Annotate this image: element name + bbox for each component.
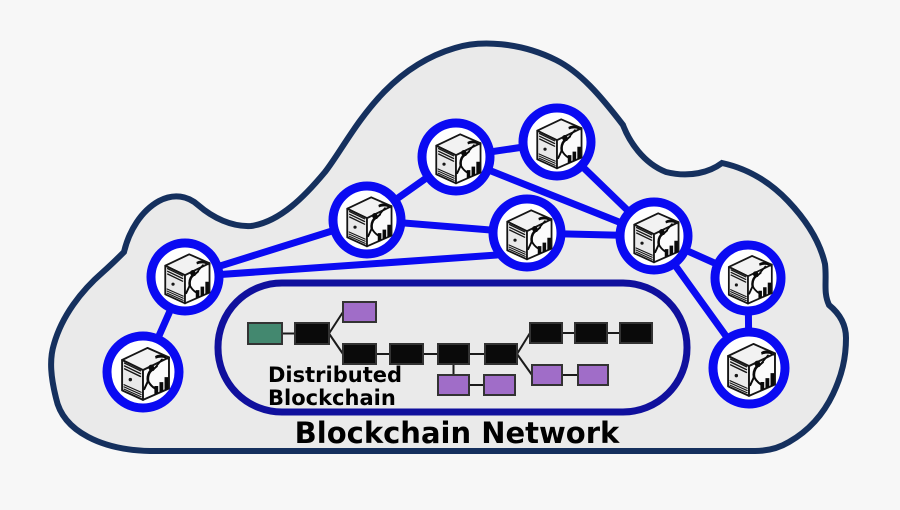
block-b3 <box>389 343 424 365</box>
block-pa <box>437 374 470 396</box>
chain-link <box>328 311 344 335</box>
network-node-n4 <box>417 118 495 196</box>
blockchain-network-label: Blockchain Network <box>295 416 620 450</box>
chain-link <box>328 332 344 355</box>
network-node-n9 <box>708 327 790 409</box>
block-b5 <box>484 343 518 365</box>
miner-server-icon <box>632 212 680 264</box>
miner-server-icon <box>726 342 777 398</box>
blockchain-blocks <box>247 301 653 396</box>
miner-server-icon <box>434 133 482 185</box>
network-node-n7 <box>615 197 693 275</box>
network-node-n1 <box>146 238 224 316</box>
blockchain-links <box>282 311 620 386</box>
chain-link <box>516 332 531 355</box>
network-nodes <box>102 103 790 413</box>
network-node-n8 <box>710 240 786 316</box>
network-node-n5 <box>518 103 596 181</box>
block-pc <box>531 364 563 386</box>
block-pb <box>483 374 516 396</box>
miner-server-icon <box>345 196 393 248</box>
network-edge <box>181 251 501 281</box>
miner-server-icon <box>727 254 774 305</box>
cloud-outline <box>48 40 850 454</box>
block-pd <box>577 364 609 386</box>
block-b4 <box>437 343 470 365</box>
miner-server-icon <box>163 253 211 305</box>
network-node-n6 <box>488 194 566 272</box>
block-b6 <box>529 322 563 344</box>
block-b8 <box>619 322 653 344</box>
network-node-n3 <box>328 181 406 259</box>
block-b1 <box>294 322 330 345</box>
block-ptop <box>342 301 377 323</box>
distributed-blockchain-label-line1: Distributed <box>268 363 402 387</box>
block-genesis <box>247 322 283 345</box>
chain-link <box>516 353 533 376</box>
block-b2 <box>342 343 377 365</box>
network-node-n2 <box>102 331 184 413</box>
miner-server-icon <box>505 209 553 261</box>
block-b7 <box>574 322 608 344</box>
distributed-blockchain-label-line2: Blockchain <box>268 386 396 410</box>
miner-server-icon <box>535 118 583 170</box>
distributed-blockchain-container <box>214 279 691 416</box>
miner-server-icon <box>120 346 171 402</box>
